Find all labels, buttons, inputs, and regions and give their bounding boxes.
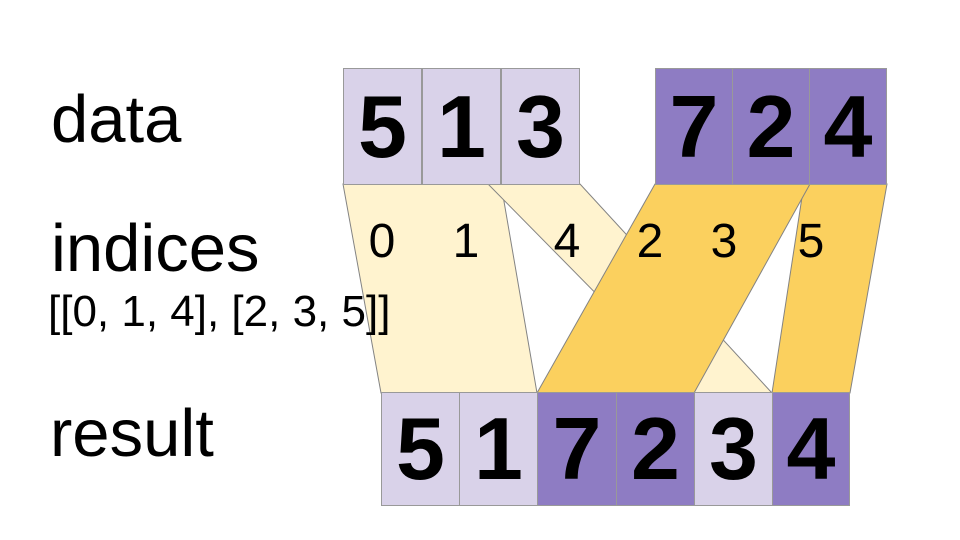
index-label: 3	[710, 215, 738, 268]
result-cell: 4	[772, 392, 850, 506]
index-label: 0	[368, 215, 396, 268]
result-cell-value: 3	[709, 399, 758, 498]
data-cell: 3	[501, 68, 580, 185]
data-cell: 4	[809, 68, 887, 185]
data-cell: 2	[732, 68, 810, 185]
result-cell: 7	[537, 392, 617, 506]
indices-value-label: [[0, 1, 4], [2, 3, 5]]	[48, 287, 391, 336]
result-cell-value: 5	[396, 399, 445, 498]
result-cell-value: 7	[552, 399, 602, 498]
indices-row-label: indices	[51, 211, 260, 286]
result-cell: 3	[694, 392, 773, 506]
result-cell-value: 2	[631, 399, 680, 498]
data-cell: 5	[343, 68, 422, 185]
index-label: 5	[797, 215, 825, 268]
result-cell: 5	[381, 392, 460, 506]
index-label: 1	[452, 215, 480, 268]
result-row-label: result	[50, 396, 214, 471]
data-row-label: data	[51, 82, 182, 157]
index-label: 2	[636, 215, 664, 268]
result-cell: 1	[459, 392, 538, 506]
result-cell-value: 4	[786, 399, 836, 498]
result-cell-value: 1	[474, 399, 523, 498]
data-cell: 1	[422, 68, 501, 185]
result-cell: 2	[616, 392, 695, 506]
index-label: 4	[553, 215, 581, 268]
data-cell: 7	[655, 68, 733, 185]
